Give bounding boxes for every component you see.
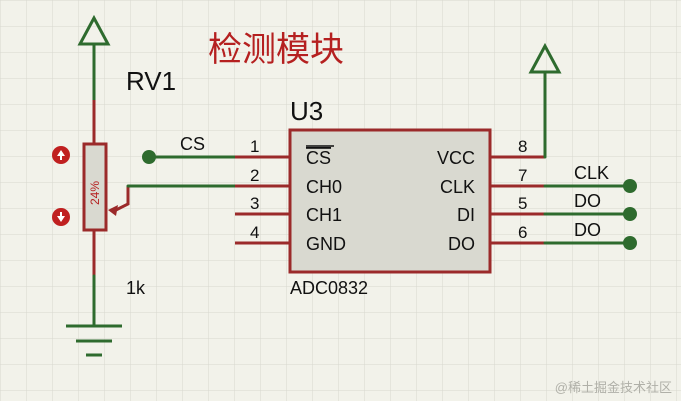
net-label-do: DO	[574, 191, 601, 211]
wire-cs[interactable]	[142, 150, 237, 164]
pot-wiper	[108, 186, 130, 216]
wire-clk[interactable]	[543, 179, 637, 193]
pin-name-do: DO	[448, 234, 475, 254]
pot-value: 1k	[126, 278, 146, 298]
watermark: @稀土掘金技术社区	[555, 380, 672, 395]
ground-symbol	[66, 324, 122, 357]
pin-name-cs: CS	[306, 148, 331, 168]
chip-u3[interactable]	[288, 128, 492, 274]
pin-name-clk: CLK	[440, 177, 475, 197]
wire-do[interactable]	[543, 236, 637, 250]
pin-name-vcc: VCC	[437, 148, 475, 168]
pin-name-di: DI	[457, 205, 475, 225]
pin-name-ch0: CH0	[306, 177, 342, 197]
pin-number: 8	[518, 137, 527, 156]
diagram-title: 检测模块	[208, 31, 344, 69]
pin-number: 1	[250, 137, 259, 156]
power-terminal-right	[528, 42, 562, 159]
pin-name-gnd: GND	[306, 234, 346, 254]
pin-number: 6	[518, 223, 527, 242]
net-label-cs: CS	[180, 134, 205, 154]
potentiometer-rv1[interactable]: 24% RV1 1k	[52, 14, 176, 328]
net-label-do: DO	[574, 220, 601, 240]
pin-number: 7	[518, 166, 527, 185]
pin-number: 3	[250, 194, 259, 213]
pin-name-ch1: CH1	[306, 205, 342, 225]
pot-increment-button[interactable]	[52, 146, 70, 164]
net-label-clk: CLK	[574, 163, 609, 183]
pot-position-label: 24%	[88, 181, 102, 205]
pin-number: 4	[250, 223, 259, 242]
pin-number: 5	[518, 194, 527, 213]
power-terminal-left	[77, 14, 111, 102]
chip-reference: U3	[290, 96, 323, 126]
wire-di[interactable]	[543, 207, 637, 221]
chip-body	[288, 128, 492, 274]
chip-part-number: ADC0832	[290, 278, 368, 298]
pin-number: 2	[250, 166, 259, 185]
pot-reference: RV1	[126, 66, 176, 96]
pot-decrement-button[interactable]	[52, 208, 70, 226]
